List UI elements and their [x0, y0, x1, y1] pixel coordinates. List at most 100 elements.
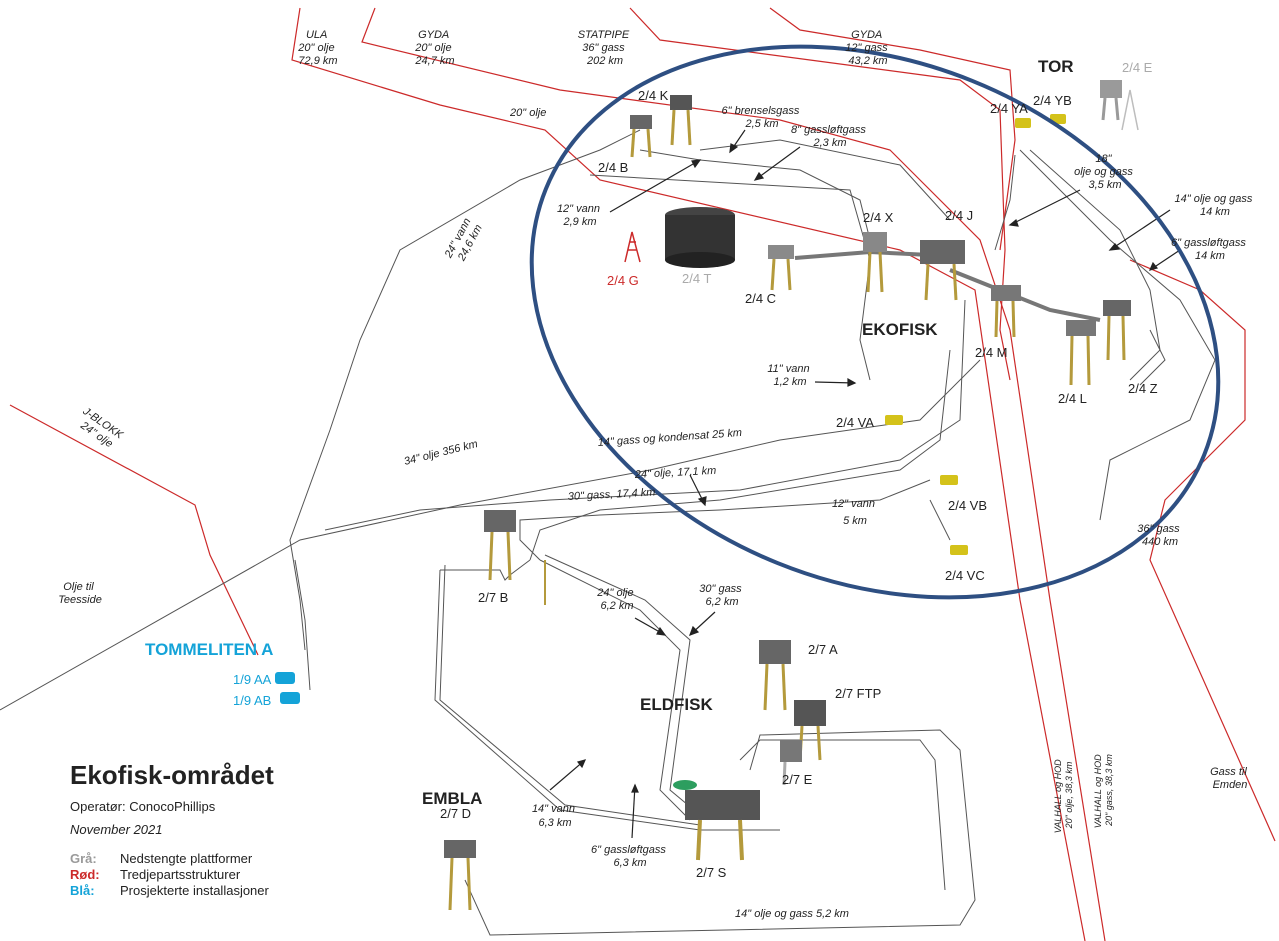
- ekofisk-bridge-1: [794, 249, 931, 260]
- gassloft6-pipeline: [1029, 149, 1161, 381]
- label-arrows: [549, 129, 1181, 839]
- ekofisk-bridge-2: [949, 268, 1101, 322]
- embla-label: EMBLA: [422, 789, 482, 808]
- platform-s27-structure: [673, 780, 760, 861]
- eldfisk-label: ELDFISK: [640, 695, 713, 714]
- tommeliten-pipeline: [294, 559, 311, 691]
- map-legend: Ekofisk-området Operatør: ConocoPhillips…: [70, 760, 274, 899]
- gassloft6-63-label: 6" gassløftgass 6,3 km: [591, 844, 669, 869]
- platform-a27-label: 2/7 A: [808, 642, 838, 657]
- vann24-pipeline: [289, 129, 641, 651]
- platform-g-structure: [624, 231, 641, 263]
- olje20-label: 20" olje: [509, 107, 546, 119]
- platform-a27-structure: [759, 640, 791, 711]
- platform-aa-label: 1/9 AA: [233, 672, 272, 687]
- platform-ya-label: 2/4 YA: [990, 101, 1028, 116]
- valhall1-label: VALHALL og HOD 20" olje, 38,3 km: [1053, 757, 1074, 833]
- platform-t-label: 2/4 T: [682, 271, 711, 286]
- valhall2-label: VALHALL og HOD 20" gass, 38,3 km: [1093, 752, 1114, 828]
- gassloft8-label: 8" gassløftgass 2,3 km: [791, 124, 869, 149]
- platform-ftp-label: 2/7 FTP: [835, 686, 881, 701]
- olje34-label: 34" olje 356 km: [403, 438, 479, 468]
- pipeline-labels: ULA 20" olje 72,9 km GYDA 20" olje 24,7 …: [58, 29, 1256, 920]
- platform-z-structure: [1103, 300, 1131, 361]
- platform-c-structure: [768, 245, 794, 291]
- kond14-label: 14" gass og kondensat 25 km: [597, 427, 742, 449]
- platform-d27-label: 2/7 D: [440, 806, 471, 821]
- olje14-52-label: 14" olje og gass 5,2 km: [735, 908, 849, 920]
- jblokk-label: J-BLOKK 24" olje: [72, 405, 127, 454]
- vann12-5-pipeline: [519, 479, 931, 561]
- gass30-6-pipeline: [544, 554, 701, 816]
- platform-m-structure: [991, 285, 1021, 338]
- subsea-va: [885, 415, 903, 425]
- vc-pipeline: [929, 499, 951, 541]
- emden-label: Gass til Emden: [1210, 766, 1250, 791]
- platform-j-structure: [920, 240, 965, 301]
- eldfisk-loop-pipeline2: [739, 739, 946, 891]
- ula-pipeline: [291, 7, 1086, 941]
- tor-label: TOR: [1038, 57, 1074, 76]
- tank-t-structure: [665, 207, 735, 268]
- platform-g-label: 2/4 G: [607, 273, 639, 288]
- legend-text-planned: Prosjekterte installasjoner: [120, 883, 269, 898]
- platform-e27-structure: [780, 740, 802, 786]
- emden-pipeline: [1129, 259, 1276, 842]
- jblokk-pipeline: [9, 404, 259, 656]
- platform-j-label: 2/4 J: [945, 208, 973, 223]
- platform-z-label: 2/4 Z: [1128, 381, 1158, 396]
- gyda-pipeline: [629, 7, 1011, 381]
- ekofisk-label: EKOFISK: [862, 320, 938, 339]
- legend-text-shutdown: Nedstengte plattformer: [120, 851, 253, 866]
- z-link: [1139, 329, 1166, 386]
- teesside-label: Olje til Teesside: [58, 581, 102, 606]
- eldfisk-west-pipeline: [434, 569, 780, 831]
- statpipe-pipeline: [361, 7, 1106, 941]
- field-labels: TOR EKOFISK ELDFISK EMBLA TOMMELITEN A: [145, 57, 1074, 808]
- subsea-vb: [940, 475, 958, 485]
- olje24-17-pipeline: [529, 349, 951, 561]
- legend-row-planned: Blå: Prosjekterte installasjoner: [70, 883, 274, 899]
- platform-x-label: 2/4 X: [863, 210, 894, 225]
- platform-b27-structure: [484, 510, 546, 605]
- olje24-6-label: 24" olje 6,2 km: [596, 587, 636, 612]
- olje14-label: 14" olje og gass 14 km: [1175, 193, 1256, 218]
- platform-k-label: 2/4 K: [638, 88, 669, 103]
- subsea-vc: [950, 545, 968, 555]
- vann12-5-label: 12" vann 5 km: [832, 498, 878, 527]
- platform-structures: [275, 80, 1139, 911]
- date-text: November 2021: [70, 822, 163, 837]
- operator-text: Operatør: ConocoPhillips: [70, 799, 216, 814]
- legend-key-planned: Blå:: [70, 883, 95, 898]
- field-pipelines: [0, 129, 1216, 936]
- tor18-pipeline: [994, 154, 1016, 251]
- kond14-pipeline: [324, 299, 966, 531]
- subsea-aa: [275, 672, 295, 684]
- platform-vb-label: 2/4 VB: [948, 498, 987, 513]
- tommeliten-label: TOMMELITEN A: [145, 640, 273, 659]
- olje34-pipeline: [0, 359, 981, 711]
- brensel-pipeline: [639, 149, 871, 241]
- platform-b27-label: 2/7 B: [478, 590, 508, 605]
- ula-label: ULA 20" olje 72,9 km: [297, 29, 337, 67]
- vann24-label: 24" vann 24,6 km: [442, 214, 486, 267]
- legend-text-third-party: Tredjepartsstrukturer: [120, 867, 241, 882]
- platform-k-structure: [670, 95, 692, 146]
- gass36-label: 36" gass 440 km: [1137, 523, 1183, 548]
- legend-key-shutdown: Grå:: [70, 851, 97, 866]
- vann14-label: 14" vann 6,3 km: [532, 803, 578, 829]
- platform-m-label: 2/4 M: [975, 345, 1008, 360]
- platform-b-structure: [630, 115, 652, 158]
- gyda1-label: GYDA 20" olje 24,7 km: [414, 29, 454, 67]
- gyda2-label: GYDA 12" gass 43,2 km: [845, 29, 891, 67]
- platform-e24-label: 2/4 E: [1122, 60, 1153, 75]
- platform-labels: 2/4 K 2/4 B 2/4 X 2/4 J 2/4 C 2/4 G 2/4 …: [233, 60, 1158, 880]
- platform-b-label: 2/4 B: [598, 160, 628, 175]
- legend-row-shutdown: Grå: Nedstengte plattformer: [70, 851, 274, 867]
- gassloft6-label: 6" gassløftgass 14 km: [1171, 237, 1249, 262]
- vann11-label: 11" vann 1,2 km: [767, 363, 812, 388]
- platform-d27-structure: [444, 840, 476, 911]
- platform-yb-label: 2/4 YB: [1033, 93, 1072, 108]
- vann12-label: 12" vann 2,9 km: [557, 203, 603, 228]
- legend-key-third-party: Rød:: [70, 867, 100, 882]
